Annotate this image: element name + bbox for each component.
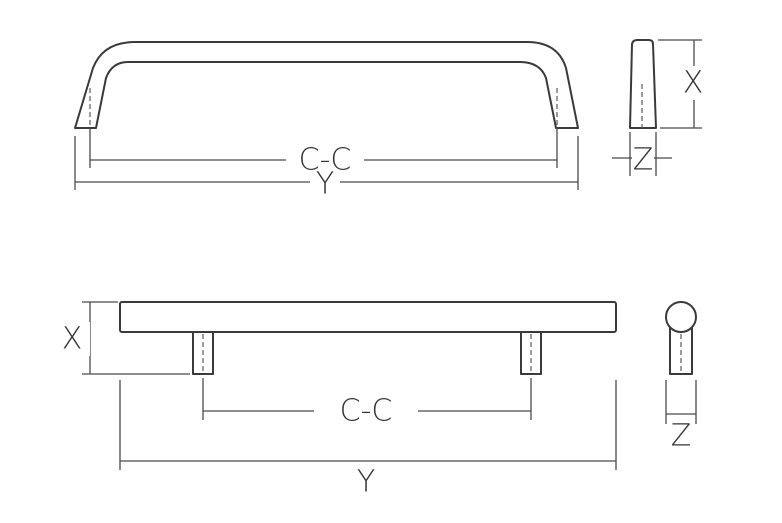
bar-handle-bar bbox=[119, 301, 617, 333]
z-label-top: Z bbox=[633, 143, 654, 178]
u-handle-side-outline bbox=[629, 39, 657, 129]
bar-handle-post-left bbox=[192, 331, 214, 375]
y-label-bottom: Y bbox=[357, 465, 375, 500]
z-label-bottom: Z bbox=[671, 419, 692, 454]
x-label-top: X bbox=[683, 66, 704, 101]
bar-handle-z-dimension: Z bbox=[665, 380, 697, 454]
bar-handle-cc-dimension: C-C bbox=[202, 378, 532, 429]
u-handle-side-view bbox=[629, 39, 657, 129]
bar-handle-front-view bbox=[119, 301, 617, 375]
u-handle-front-view bbox=[74, 41, 579, 129]
bar-handle-post-right bbox=[520, 331, 542, 375]
u-handle-z-dimension: Z bbox=[612, 132, 672, 178]
x-label-bottom: X bbox=[62, 322, 83, 357]
bar-handle-side-view bbox=[665, 301, 697, 375]
u-handle-outline bbox=[74, 41, 579, 129]
bar-handle-side-circle bbox=[665, 301, 697, 333]
u-handle-x-dimension: X bbox=[658, 39, 712, 129]
u-handle-y-dimension: Y bbox=[74, 136, 579, 202]
y-label-top: Y bbox=[316, 167, 334, 202]
bar-handle-x-dimension: X bbox=[56, 301, 190, 375]
cc-label-bottom: C-C bbox=[340, 394, 393, 429]
bar-handle-y-dimension: Y bbox=[119, 380, 617, 500]
